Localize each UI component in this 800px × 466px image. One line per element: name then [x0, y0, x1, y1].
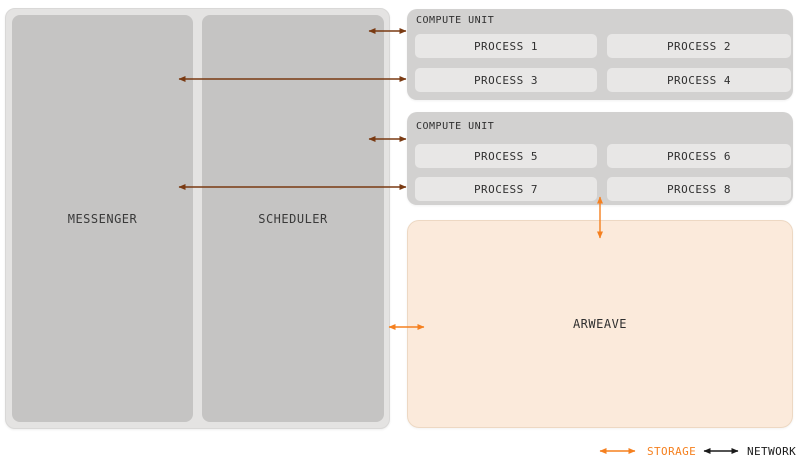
legend-storage-label: STORAGE [647, 445, 697, 458]
process-box-3: PROCESS 3 [415, 68, 597, 92]
scheduler-box: SCHEDULER [202, 15, 384, 422]
process-box-2: PROCESS 2 [607, 34, 791, 58]
messenger-scheduler-container: MESSENGER SCHEDULER [5, 8, 390, 429]
compute-unit-1: COMPUTE UNIT PROCESS 1 PROCESS 2 PROCESS… [407, 9, 793, 100]
process-box-7: PROCESS 7 [415, 177, 597, 201]
messenger-box: MESSENGER [12, 15, 193, 422]
arweave-label: ARWEAVE [572, 317, 628, 331]
process-box-6: PROCESS 6 [607, 144, 791, 168]
compute-unit-1-title: COMPUTE UNIT [416, 15, 495, 26]
process-box-1: PROCESS 1 [415, 34, 597, 58]
scheduler-label: SCHEDULER [258, 211, 328, 226]
process-box-4: PROCESS 4 [607, 68, 791, 92]
legend-network-label: NETWORK [747, 445, 797, 458]
compute-unit-2: COMPUTE UNIT PROCESS 5 PROCESS 6 PROCESS… [407, 112, 793, 205]
messenger-label: MESSENGER [67, 211, 138, 226]
process-box-8: PROCESS 8 [607, 177, 791, 201]
process-box-5: PROCESS 5 [415, 144, 597, 168]
compute-unit-2-title: COMPUTE UNIT [416, 121, 495, 132]
arweave-box: ARWEAVE [407, 220, 793, 428]
